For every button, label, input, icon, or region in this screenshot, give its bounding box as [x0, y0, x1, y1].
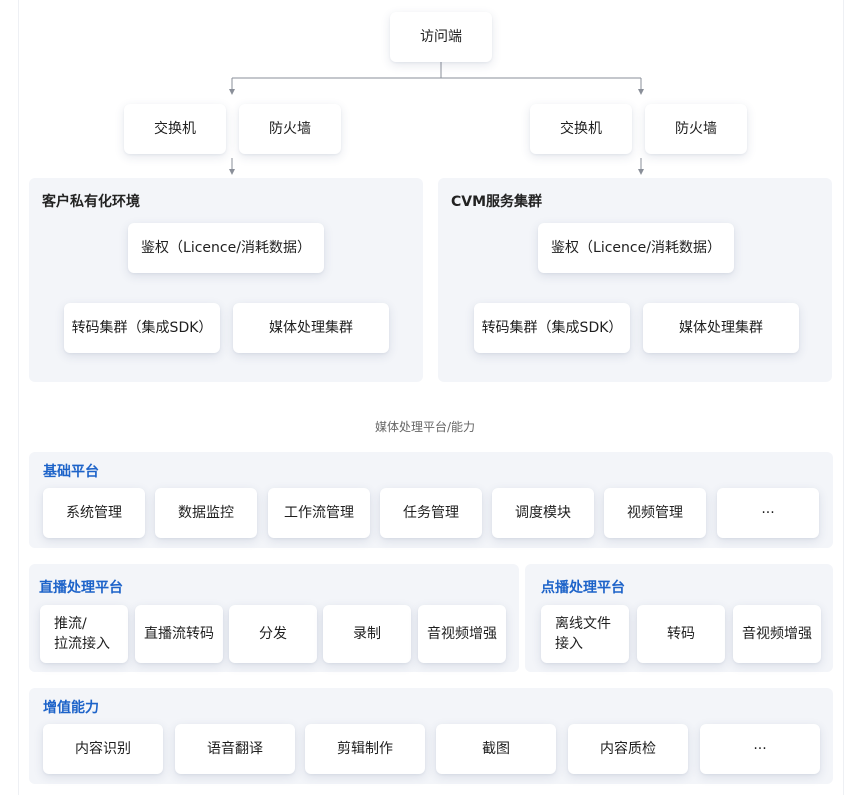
vod-item: 转码: [637, 605, 725, 663]
value-item: ···: [700, 724, 820, 774]
node-right-firewall: 防火墙: [645, 104, 747, 154]
live-item: 录制: [323, 605, 411, 663]
node-cvm-transcode: 转码集群（集成SDK）: [474, 303, 630, 353]
base-item: 任务管理: [380, 488, 482, 538]
base-item: 视频管理: [604, 488, 706, 538]
vod-item: 离线文件 接入: [541, 605, 629, 663]
group-cvm-title: CVM服务集群: [451, 194, 543, 210]
node-private-media: 媒体处理集群: [233, 303, 389, 353]
node-left-firewall: 防火墙: [239, 104, 341, 154]
live-item: 直播流转码: [135, 605, 223, 663]
base-item: ···: [717, 488, 819, 538]
live-item: 推流/ 拉流接入: [40, 605, 128, 663]
vod-platform-title: 点播处理平台: [541, 580, 625, 596]
node-cvm-auth: 鉴权（Licence/消耗数据）: [538, 223, 734, 273]
node-access-end: 访问端: [390, 12, 492, 62]
value-item: 内容识别: [43, 724, 163, 774]
group-value-added: [29, 688, 833, 784]
value-item: 语音翻译: [175, 724, 295, 774]
base-item: 工作流管理: [268, 488, 370, 538]
platform-caption: 媒体处理平台/能力: [374, 420, 476, 434]
node-cvm-media: 媒体处理集群: [643, 303, 799, 353]
value-added-title: 增值能力: [43, 700, 99, 716]
base-item: 系统管理: [43, 488, 145, 538]
node-private-transcode: 转码集群（集成SDK）: [64, 303, 220, 353]
vod-item: 音视频增强: [733, 605, 821, 663]
live-item: 音视频增强: [418, 605, 506, 663]
live-platform-title: 直播处理平台: [39, 580, 123, 596]
value-item: 剪辑制作: [305, 724, 425, 774]
node-right-switch: 交换机: [530, 104, 632, 154]
value-item: 截图: [436, 724, 556, 774]
group-private-env-title: 客户私有化环境: [42, 194, 140, 210]
live-item: 分发: [229, 605, 317, 663]
base-item: 数据监控: [155, 488, 257, 538]
base-item: 调度模块: [492, 488, 594, 538]
base-platform-title: 基础平台: [43, 464, 99, 480]
node-private-auth: 鉴权（Licence/消耗数据）: [128, 223, 324, 273]
node-left-switch: 交换机: [124, 104, 226, 154]
value-item: 内容质检: [568, 724, 688, 774]
